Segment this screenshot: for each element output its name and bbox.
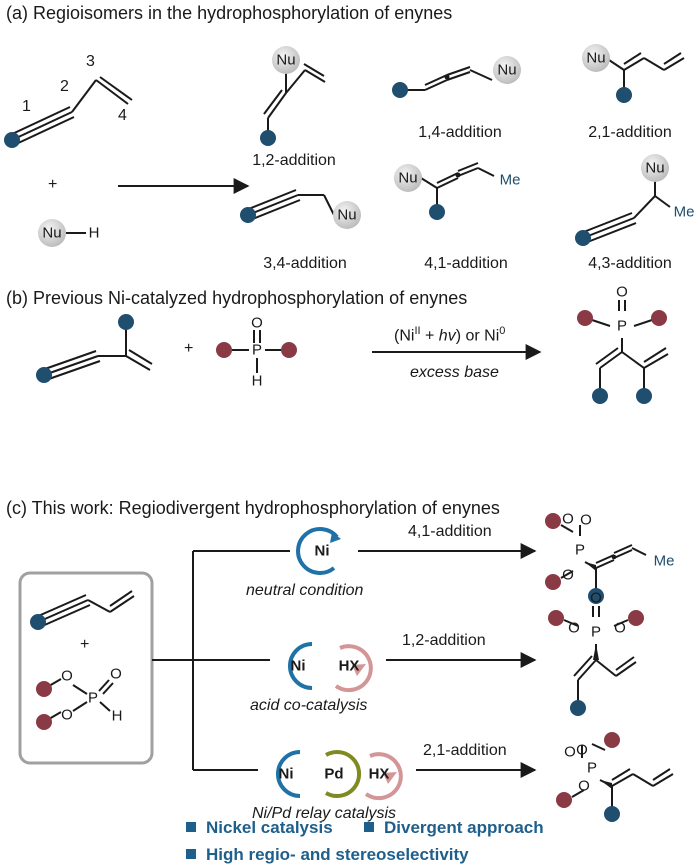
product-43-addition	[580, 180, 671, 244]
path2-condition: acid co-catalysis	[250, 697, 368, 714]
section-c-header: (c) This work: Regiodivergent hydrophosp…	[6, 498, 500, 518]
phosphine-oxide-b	[232, 330, 281, 373]
ni-hx-catalyst-rings	[288, 642, 373, 693]
nu-label-reagent: Nu	[42, 224, 62, 242]
condition-excess-base: excess base	[410, 364, 499, 381]
ni-label-2: Ni	[290, 657, 306, 675]
p-atom-c1: P	[574, 541, 586, 559]
o-atom-c1-c: O	[562, 566, 574, 584]
me-label-c1: Me	[653, 552, 675, 570]
hx-label-3: HX	[368, 765, 390, 783]
label-41-addition: 4,1-addition	[424, 255, 508, 272]
section-b-header: (b) Previous Ni-catalyzed hydrophosphory…	[6, 288, 468, 308]
substrates-box	[18, 571, 154, 765]
enyne-substrate-a	[9, 76, 133, 146]
ni-label-1: Ni	[314, 542, 330, 560]
product-c-12	[563, 606, 637, 700]
o-atom-c-2: O	[61, 706, 73, 724]
r-group-ball	[4, 132, 20, 148]
label-43-addition: 4,3-addition	[588, 255, 672, 272]
p-atom-b: P	[251, 341, 263, 359]
ni-label-3: Ni	[278, 765, 294, 783]
p-atom-c3: P	[586, 759, 598, 777]
p-atom-c2: P	[590, 623, 602, 641]
plus-sign-a: +	[48, 176, 58, 193]
enyne-number-4: 4	[118, 107, 127, 124]
label-34-addition: 3,4-addition	[263, 255, 347, 272]
o-atom-product-b: O	[616, 283, 628, 301]
label-12-addition: 1,2-addition	[252, 152, 336, 169]
product-21-addition	[608, 52, 685, 90]
h-atom-b: H	[251, 372, 263, 390]
o-atom-b: O	[251, 314, 263, 332]
bullet-square-icon	[186, 849, 196, 859]
enyne-number-1: 1	[22, 98, 31, 115]
o-atom-c2-right: O	[614, 619, 626, 637]
path1-addition-label: 4,1-addition	[408, 523, 492, 540]
bullet-square-icon	[364, 822, 374, 832]
product-34-addition	[245, 189, 335, 221]
nu-label-41: Nu	[398, 169, 418, 187]
path1-condition: neutral condition	[246, 582, 364, 599]
p-atom-c: P	[87, 689, 99, 707]
product-b-diene	[591, 300, 669, 390]
o-atom-c2-top: O	[590, 589, 602, 607]
bullet-square-icon	[186, 822, 196, 832]
nu-label-43: Nu	[645, 159, 665, 177]
o-atom-c1-a: O	[562, 510, 574, 528]
product-41-addition	[420, 162, 495, 210]
enyne-number-3: 3	[86, 53, 95, 70]
plus-sign-b: +	[184, 340, 194, 357]
plus-sign-c: +	[80, 636, 90, 653]
ni-catalyst-ring-1	[296, 527, 341, 575]
o-atom-c-1: O	[61, 667, 73, 685]
me-label-41: Me	[499, 171, 521, 189]
label-21-addition: 2,1-addition	[588, 124, 672, 141]
nu-label-21: Nu	[586, 49, 606, 67]
condition-ni-hv: (NiII + hv) or Ni0	[394, 325, 506, 345]
o-atom-c3-c: O	[578, 777, 590, 795]
nu-ball	[38, 219, 66, 247]
pd-label-3: Pd	[324, 765, 344, 783]
enyne-number-2: 2	[60, 78, 69, 95]
product-12-addition	[263, 63, 326, 136]
nu-label-34: Nu	[337, 206, 357, 224]
highlight-nickel-catalysis: Nickel catalysis	[186, 818, 333, 838]
product-c-41	[560, 524, 647, 590]
o-atom-c3-b: O	[576, 741, 588, 759]
p-atom-product-b: P	[616, 317, 628, 335]
nu-label-12: Nu	[276, 51, 296, 69]
nu-label-14: Nu	[497, 61, 517, 79]
highlight-regio-stereo: High regio- and stereoselectivity	[186, 845, 469, 865]
path2-addition-label: 1,2-addition	[402, 632, 486, 649]
section-a-header: (a) Regioisomers in the hydrophosphoryla…	[6, 3, 453, 23]
path3-condition: Ni/Pd relay catalysis	[252, 805, 397, 822]
enyne-substrate-b	[41, 328, 153, 381]
h-atom-c: H	[111, 707, 123, 725]
o-atom-c1-b: O	[580, 511, 592, 529]
o-atom-c2-left: O	[568, 619, 580, 637]
branch-lines	[152, 550, 290, 771]
phosphite-c	[48, 678, 114, 720]
label-14-addition: 1,4-addition	[418, 124, 502, 141]
o-atom-c-3: O	[110, 665, 122, 683]
me-label-43: Me	[673, 203, 695, 221]
enyne-substrate-c	[35, 590, 135, 628]
ni-pd-hx-catalyst-rings	[276, 750, 403, 801]
hx-label-2: HX	[338, 657, 360, 675]
o-atom-c3-a: O	[564, 743, 576, 761]
h-label-reagent: H	[88, 224, 100, 242]
path3-addition-label: 2,1-addition	[423, 742, 507, 759]
highlight-divergent-approach: Divergent approach	[364, 818, 544, 838]
